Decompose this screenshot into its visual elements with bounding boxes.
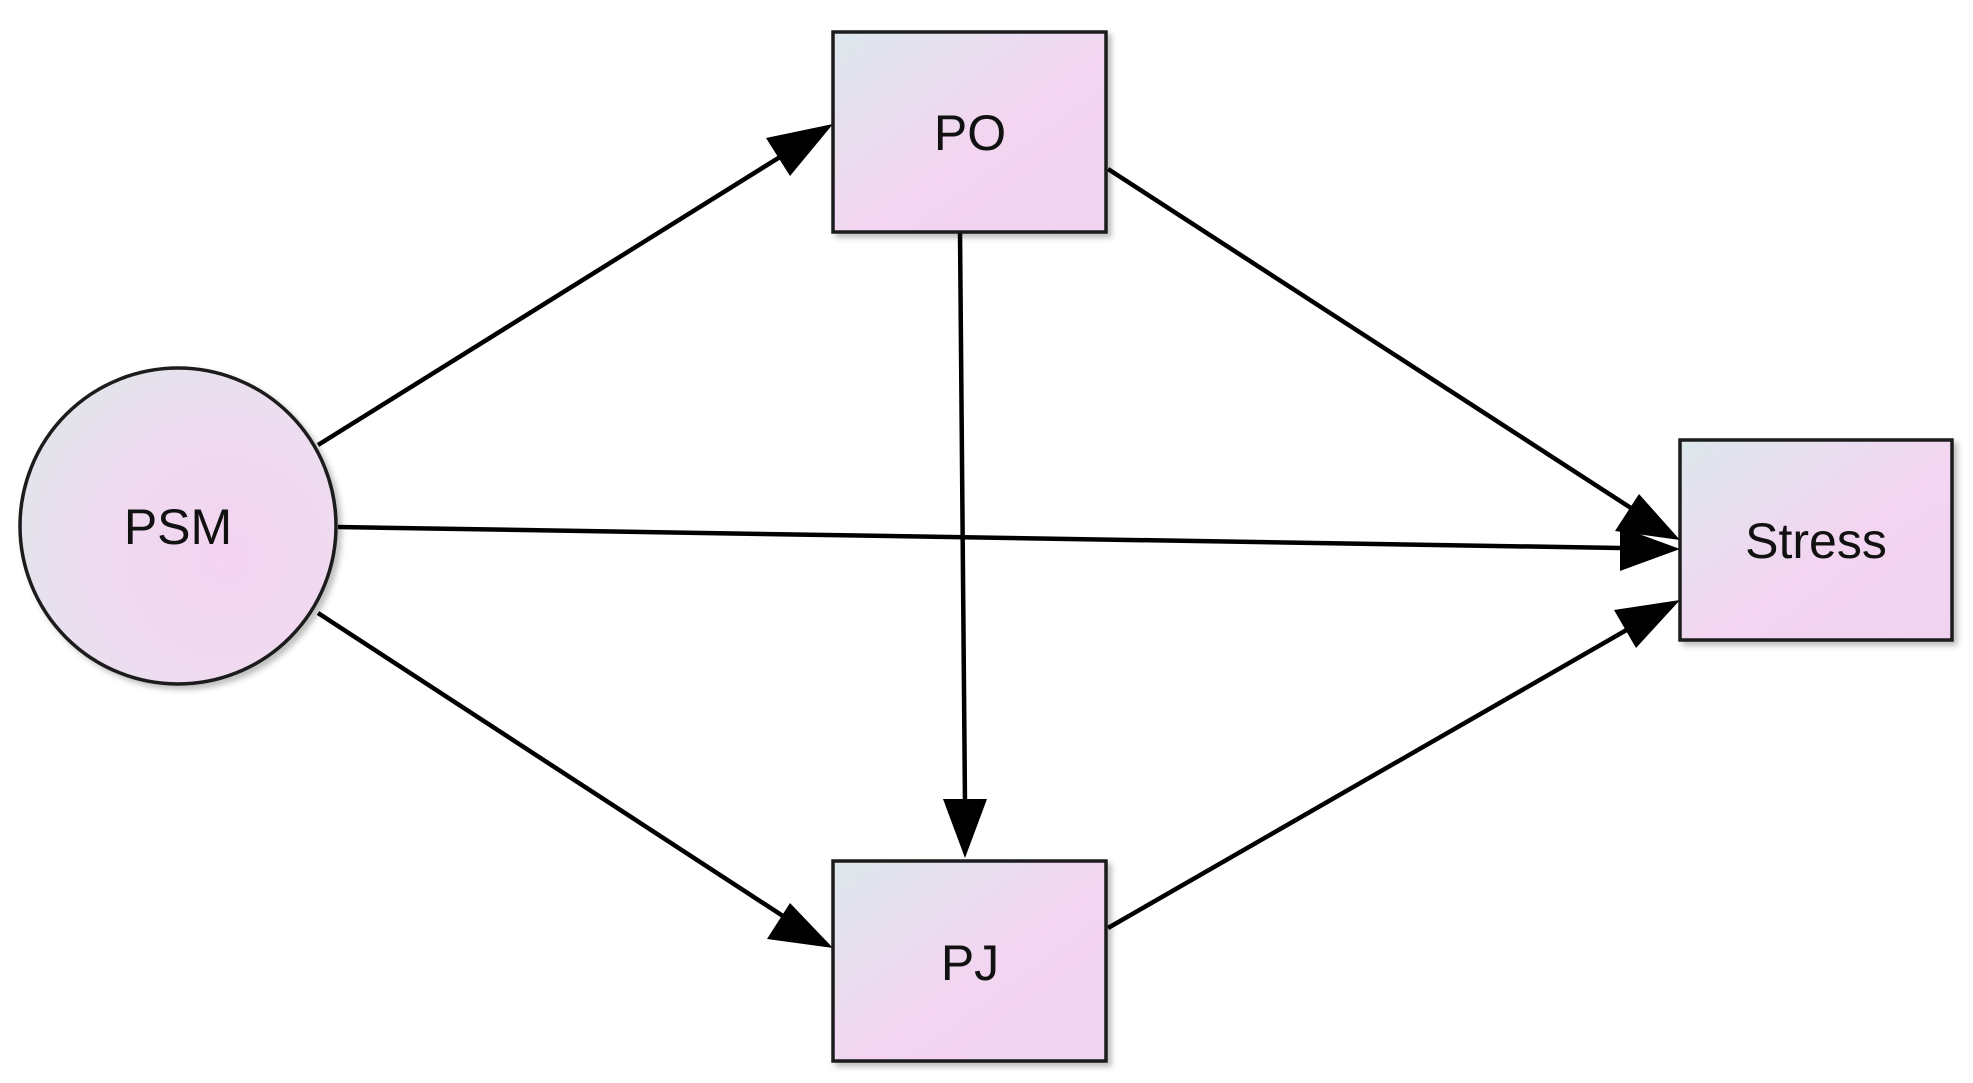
node-stress-box: [1678, 438, 1954, 642]
edge-psm-to-pj: [316, 611, 788, 920]
arrowhead-psm-to-po: [766, 124, 833, 176]
node-stress[interactable]: Stress: [1678, 438, 1954, 642]
node-psm-circle: [18, 366, 338, 686]
node-pj[interactable]: PJ: [831, 859, 1108, 1063]
edge-psm-to-stress: [337, 524, 1621, 551]
edge-psm-to-po: [316, 150, 790, 447]
edges: [316, 124, 1680, 948]
node-po-label: PO: [934, 105, 1006, 161]
arrowhead-po-to-stress: [1615, 494, 1680, 540]
arrowhead-psm-to-stress: [1620, 527, 1680, 571]
node-psm-label: PSM: [124, 499, 232, 555]
arrowhead-pj-to-stress: [1614, 600, 1680, 648]
node-psm[interactable]: PSM: [18, 366, 338, 686]
edge-pj-to-stress: [1106, 626, 1632, 930]
node-pj-box: [831, 859, 1108, 1063]
node-pj-label: PJ: [941, 935, 999, 991]
node-po[interactable]: PO: [831, 30, 1108, 234]
node-po-box: [831, 30, 1108, 234]
edge-po-to-pj: [957, 231, 968, 806]
arrowhead-po-to-pj: [943, 799, 987, 858]
node-stress-label: Stress: [1745, 513, 1887, 569]
arrowhead-psm-to-pj: [767, 903, 833, 948]
edge-po-to-stress: [1106, 167, 1636, 512]
